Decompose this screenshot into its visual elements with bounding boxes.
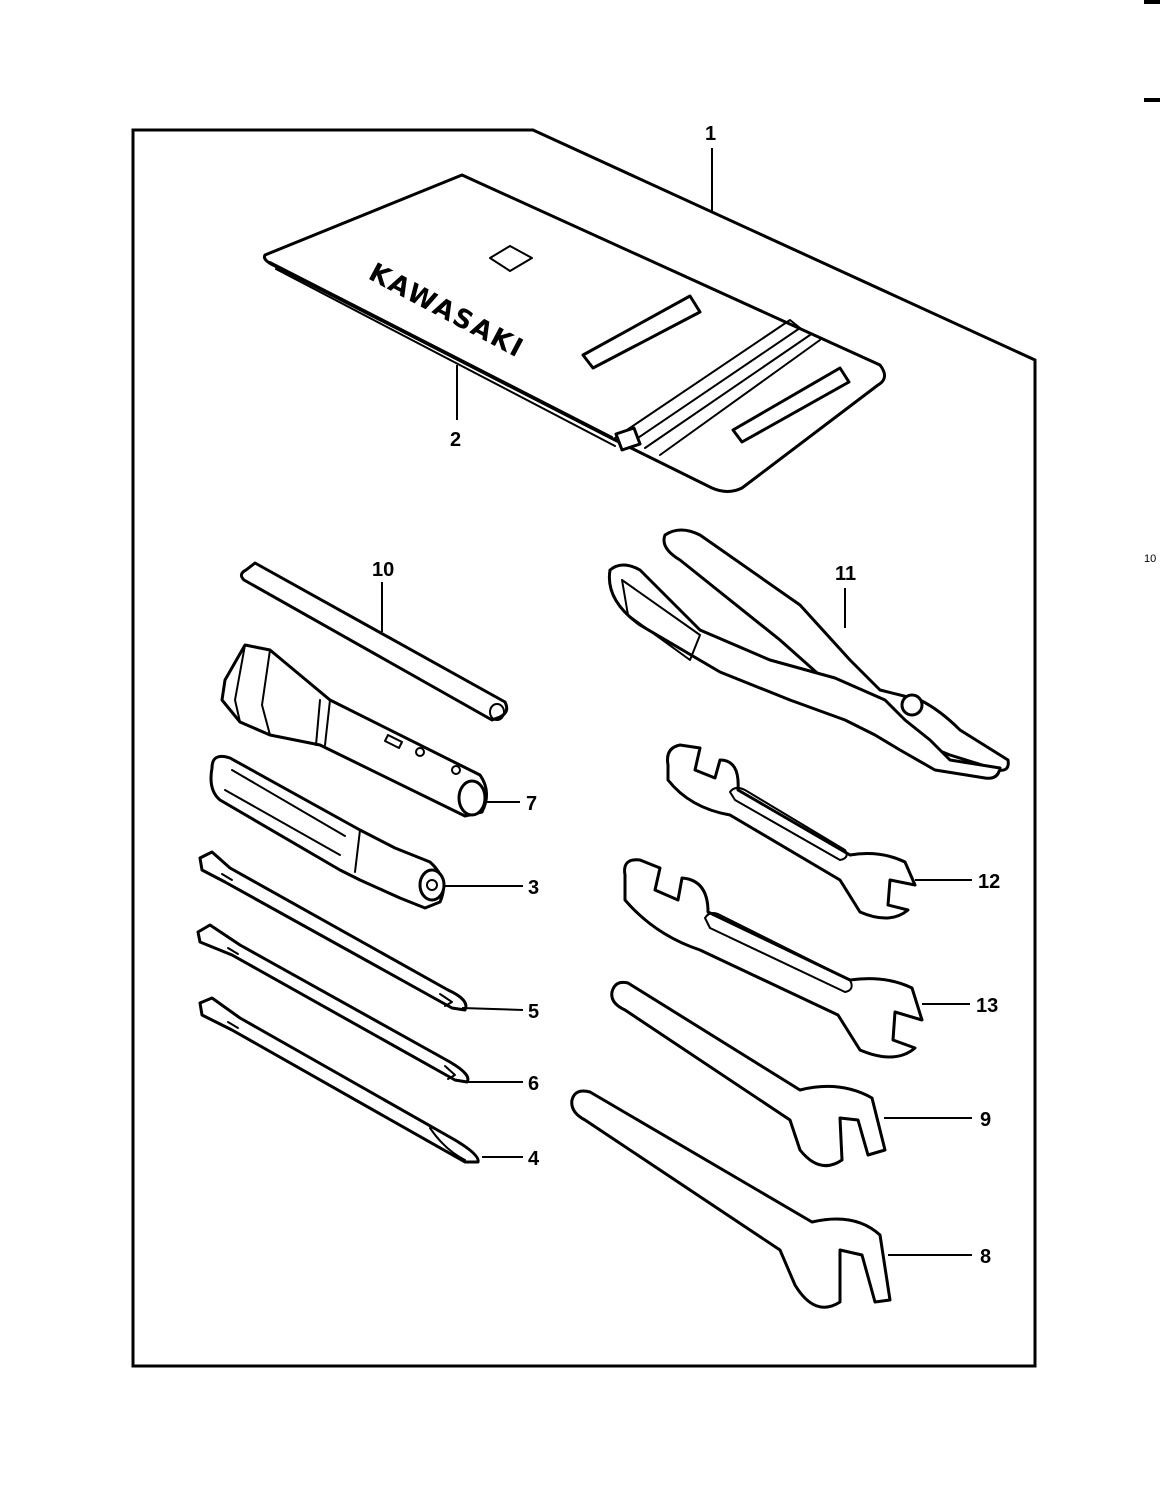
callout-6: 6 xyxy=(528,1073,539,1095)
callout-2: 2 xyxy=(450,429,461,451)
margin-page-number: 10 xyxy=(1144,553,1157,565)
wrench-8 xyxy=(570,1089,892,1309)
callout-3: 3 xyxy=(528,877,539,899)
screwdriver-bit-6 xyxy=(196,923,470,1084)
callout-9: 9 xyxy=(980,1109,991,1131)
callout-5: 5 xyxy=(528,1001,539,1023)
callout-4: 4 xyxy=(528,1148,540,1170)
callout-10: 10 xyxy=(372,559,394,581)
callout-labels: 1 2 10 11 7 3 5 6 4 12 13 9 8 xyxy=(372,123,1000,1268)
callout-13: 13 xyxy=(976,995,998,1017)
screwdriver-bit-4 xyxy=(198,996,480,1164)
callout-7: 7 xyxy=(526,793,537,815)
tommy-bar xyxy=(239,561,509,722)
wrench-9 xyxy=(610,980,887,1168)
callout-11: 11 xyxy=(835,563,856,585)
callout-12: 12 xyxy=(978,871,1000,893)
callout-1: 1 xyxy=(705,123,716,145)
spark-plug-wrench xyxy=(220,643,488,818)
wrench-13 xyxy=(623,858,924,1059)
screwdriver-bit-5 xyxy=(198,850,468,1012)
pliers xyxy=(607,528,1010,780)
diagram-frame xyxy=(131,128,1037,1368)
margin-tick-second xyxy=(1144,98,1160,102)
wrench-12 xyxy=(666,743,917,920)
leader-lines xyxy=(381,148,972,1256)
callout-8: 8 xyxy=(980,1246,991,1268)
margin-tick-top xyxy=(1144,0,1160,4)
tool-pouch: KAWASAKI xyxy=(263,173,886,493)
screwdriver-grip xyxy=(209,754,446,910)
